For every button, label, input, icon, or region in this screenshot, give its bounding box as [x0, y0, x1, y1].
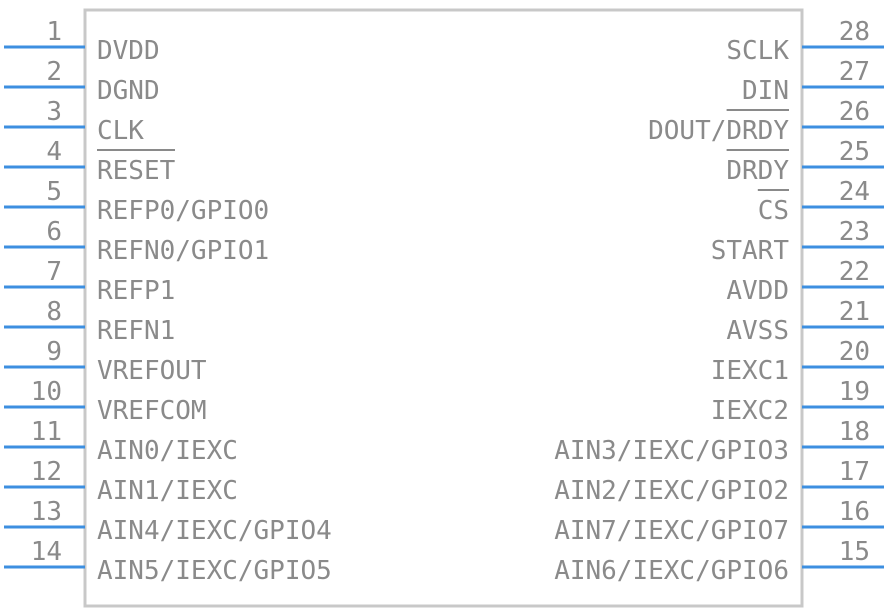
pin-number: 1	[46, 17, 62, 47]
pin-label: RESET	[97, 156, 176, 186]
pin-number: 21	[839, 297, 870, 327]
pin-number: 27	[839, 57, 870, 87]
pin-label: AIN7/IEXC/GPIO7	[554, 516, 789, 546]
pin-number: 14	[31, 537, 62, 567]
pin-label: REFP0/GPIO0	[97, 196, 269, 226]
pin-number: 15	[839, 537, 870, 567]
pin-number: 24	[839, 177, 870, 207]
pin-label: DGND	[97, 76, 160, 106]
pin-label: AIN4/IEXC/GPIO4	[97, 516, 332, 546]
pin-label: REFN0/GPIO1	[97, 236, 269, 266]
left-pin-group: 1DVDD2DGND3CLK4RESET5REFP0/GPIO06REFN0/G…	[4, 17, 332, 586]
pin-label: VREFOUT	[97, 356, 207, 386]
pin-label: START	[711, 236, 790, 266]
pin-label: SCLK	[726, 36, 789, 66]
pin-number: 12	[31, 457, 62, 487]
pin-number: 13	[31, 497, 62, 527]
chip-body	[83, 8, 804, 608]
pin-number: 3	[46, 97, 62, 127]
pin-label: IEXC2	[711, 396, 789, 426]
pin-number: 26	[839, 97, 870, 127]
right-pin-group: 28SCLK27DIN26DOUT/DRDY25DRDY24CS23START2…	[554, 17, 884, 586]
pin-number: 8	[46, 297, 62, 327]
pin-number: 28	[839, 17, 870, 47]
pin-number: 16	[839, 497, 870, 527]
pin-label: AIN2/IEXC/GPIO2	[554, 476, 789, 506]
pin-number: 6	[46, 217, 62, 247]
pin-number: 17	[839, 457, 870, 487]
pin-label: AIN3/IEXC/GPIO3	[554, 436, 789, 466]
pin-number: 20	[839, 337, 870, 367]
pin-label: DRDY	[726, 156, 789, 186]
pin-label: VREFCOM	[97, 396, 207, 426]
pin-label: DIN	[742, 76, 789, 106]
pin-label: AIN0/IEXC	[97, 436, 238, 466]
pin-number: 23	[839, 217, 870, 247]
pin-label: DVDD	[97, 36, 160, 66]
pin-label: AVDD	[726, 276, 789, 306]
pin-label: CLK	[97, 116, 144, 146]
pin-label: DOUT/DRDY	[648, 116, 789, 146]
pin-number: 2	[46, 57, 62, 87]
pin-label: AIN5/IEXC/GPIO5	[97, 556, 332, 586]
pin-number: 22	[839, 257, 870, 287]
pin-number: 5	[46, 177, 62, 207]
pin-label: AVSS	[726, 316, 789, 346]
pin-number: 9	[46, 337, 62, 367]
pin-number: 11	[31, 417, 62, 447]
pin-number: 10	[31, 377, 62, 407]
pin-label: CS	[758, 196, 789, 226]
pin-number: 25	[839, 137, 870, 167]
pin-number: 18	[839, 417, 870, 447]
pin-label: IEXC1	[711, 356, 789, 386]
pin-number: 7	[46, 257, 62, 287]
pin-label: REFN1	[97, 316, 175, 346]
pin-number: 19	[839, 377, 870, 407]
pin-label: AIN6/IEXC/GPIO6	[554, 556, 789, 586]
pin-label: AIN1/IEXC	[97, 476, 238, 506]
pin-number: 4	[46, 137, 62, 167]
pin-label: REFP1	[97, 276, 175, 306]
